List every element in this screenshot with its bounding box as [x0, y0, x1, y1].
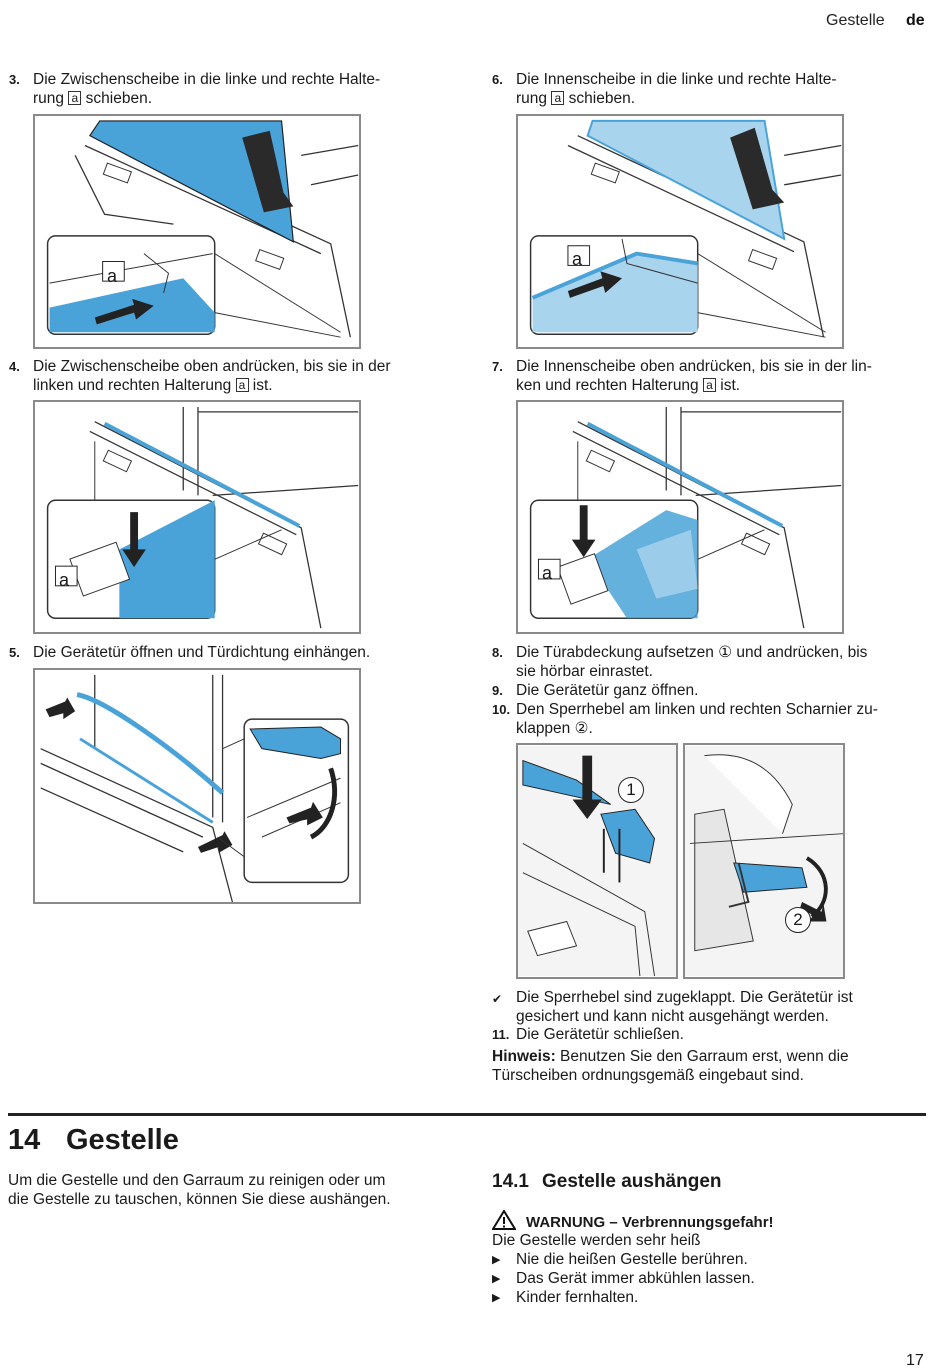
figure-step-4: a	[33, 400, 361, 634]
illustration-hinge-lever	[685, 745, 843, 977]
illustration-inner-pane-slide	[529, 119, 842, 338]
label-a: a	[702, 378, 716, 392]
step-10: 10. Den Sperrhebel am linken und rechten…	[492, 700, 932, 738]
step-9: 9. Die Gerätetür ganz öffnen.	[492, 681, 932, 700]
header-section-title: Gestelle	[826, 12, 885, 29]
figure-step-7: a	[516, 400, 844, 634]
step-number: 6.	[492, 72, 503, 87]
step-5: 5. Die Gerätetür öffnen und Türdichtung …	[9, 643, 449, 662]
step-11: 11. Die Gerätetür schließen.	[492, 1025, 932, 1044]
bullet-triangle-icon: ▶	[492, 1292, 501, 1304]
bullet-triangle-icon: ▶	[492, 1254, 501, 1266]
illustration-intermediate-pane-press	[46, 406, 359, 629]
subsection-number: 14.1	[492, 1171, 529, 1192]
checkmark-icon: ✔	[492, 992, 503, 1006]
step-text: ist.	[715, 377, 741, 394]
illustration-intermediate-pane-slide	[46, 120, 359, 338]
note-text: Türscheiben ordnungsgemäß eingebaut sind…	[492, 1067, 804, 1084]
page-number: 17	[906, 1352, 924, 1369]
step-number: 5.	[9, 645, 20, 660]
label-a: a	[235, 378, 249, 392]
warning-bullet: ▶ Nie die heißen Gestelle berühren.	[492, 1250, 932, 1269]
illustration-door-cover	[518, 745, 676, 977]
figure-callout-2: 2	[785, 907, 811, 933]
chapter-title: Gestelle	[66, 1124, 179, 1156]
warning-bullet: ▶ Das Gerät immer abkühlen lassen.	[492, 1269, 932, 1288]
step-number: 3.	[9, 72, 20, 87]
label-a: a	[68, 91, 82, 105]
step-3: 3. Die Zwischenscheibe in die linke und …	[9, 70, 449, 108]
step-6: 6. Die Innenscheibe in die linke und rec…	[492, 70, 932, 108]
figure-label-a: a	[572, 249, 583, 269]
step-text: Die Innenscheibe in die linke und rechte…	[516, 71, 837, 88]
figure-label-a: a	[542, 563, 553, 583]
chapter-heading: 14 Gestelle	[8, 1124, 179, 1157]
step-text: rung	[33, 90, 69, 107]
note-label: Hinweis:	[492, 1048, 556, 1065]
figure-step-3: a	[33, 114, 361, 349]
figure-callout-1: 1	[618, 777, 644, 803]
illustration-door-seal	[40, 674, 350, 902]
step-number: 11.	[492, 1027, 510, 1042]
figure-label-a: a	[59, 570, 70, 590]
step-4: 4. Die Zwischenscheibe oben andrücken, b…	[9, 357, 449, 395]
step-7: 7. Die Innenscheibe oben andrücken, bis …	[492, 357, 932, 395]
label-a: a	[551, 91, 565, 105]
chapter-intro: Um die Gestelle und den Garraum zu reini…	[8, 1171, 458, 1209]
step-text: Die Gerätetür öffnen und Türdichtung ein…	[33, 644, 371, 661]
figure-step-8: 1	[516, 743, 678, 979]
result-line: ✔ Die Sperrhebel sind zugeklappt. Die Ge…	[492, 988, 932, 1026]
warning-triangle-icon	[491, 1209, 517, 1230]
step-text: Den Sperrhebel am linken und rechten Sch…	[516, 701, 878, 718]
step-number: 4.	[9, 359, 20, 374]
warning-text: Die Gestelle werden sehr heiß	[492, 1232, 701, 1249]
step-8: 8. Die Türabdeckung aufsetzen ① und andr…	[492, 643, 932, 681]
step-text: gesichert und kann nicht ausgehängt werd…	[516, 1008, 829, 1025]
step-text: schieben.	[81, 90, 153, 107]
warning-title: WARNUNG – Verbrennungsgefahr!	[526, 1214, 774, 1231]
step-text: Die Gerätetür ganz öffnen.	[516, 682, 699, 699]
step-text: Die Innenscheibe oben andrücken, bis sie…	[516, 358, 872, 375]
step-number: 10.	[492, 702, 511, 717]
step-number: 7.	[492, 359, 503, 374]
bullet-text: Das Gerät immer abkühlen lassen.	[516, 1270, 755, 1287]
header-language: de	[906, 12, 925, 29]
intro-text: die Gestelle zu tauschen, können Sie die…	[8, 1191, 391, 1208]
step-text: Die Zwischenscheibe oben andrücken, bis …	[33, 358, 391, 375]
step-text: Die Zwischenscheibe in die linke und rec…	[33, 71, 381, 88]
figure-label-a: a	[107, 266, 118, 286]
subsection-title: Gestelle aushängen	[542, 1171, 722, 1192]
bullet-text: Nie die heißen Gestelle berühren.	[516, 1251, 748, 1268]
intro-text: Um die Gestelle und den Garraum zu reini…	[8, 1172, 386, 1189]
bullet-text: Kinder fernhalten.	[516, 1289, 639, 1306]
step-text: linken und rechten Halterung	[33, 377, 236, 394]
step-text: ken und rechten Halterung	[516, 377, 703, 394]
note-text: Benutzen Sie den Garraum erst, wenn die	[555, 1048, 849, 1065]
step-number: 8.	[492, 645, 503, 660]
chapter-divider	[8, 1113, 926, 1116]
bullet-triangle-icon: ▶	[492, 1273, 501, 1285]
step-text: Die Gerätetür schließen.	[516, 1026, 684, 1043]
note: Hinweis: Benutzen Sie den Garraum erst, …	[492, 1047, 932, 1085]
step-text: und andrücken, bis	[732, 644, 868, 661]
figure-step-6: a	[516, 114, 844, 349]
subsection-heading: 14.1 Gestelle aushängen	[492, 1171, 722, 1193]
figure-step-5	[33, 668, 361, 904]
warning-bullet: ▶ Kinder fernhalten.	[492, 1288, 932, 1307]
step-text: klappen ②.	[516, 720, 593, 737]
step-text: Die Sperrhebel sind zugeklappt. Die Gerä…	[516, 989, 853, 1006]
circled-number: ①	[718, 644, 733, 661]
step-text: schieben.	[564, 90, 636, 107]
warning-heading: WARNUNG – Verbrennungsgefahr!	[491, 1209, 774, 1231]
chapter-number: 14	[8, 1124, 41, 1156]
step-number: 9.	[492, 683, 503, 698]
step-text: Die Türabdeckung aufsetzen	[516, 644, 719, 661]
illustration-inner-pane-press	[529, 406, 842, 629]
step-text: ist.	[248, 377, 273, 394]
step-text: sie hörbar einrastet.	[516, 663, 653, 680]
figure-step-10: 2	[683, 743, 845, 979]
step-text: rung	[516, 90, 552, 107]
